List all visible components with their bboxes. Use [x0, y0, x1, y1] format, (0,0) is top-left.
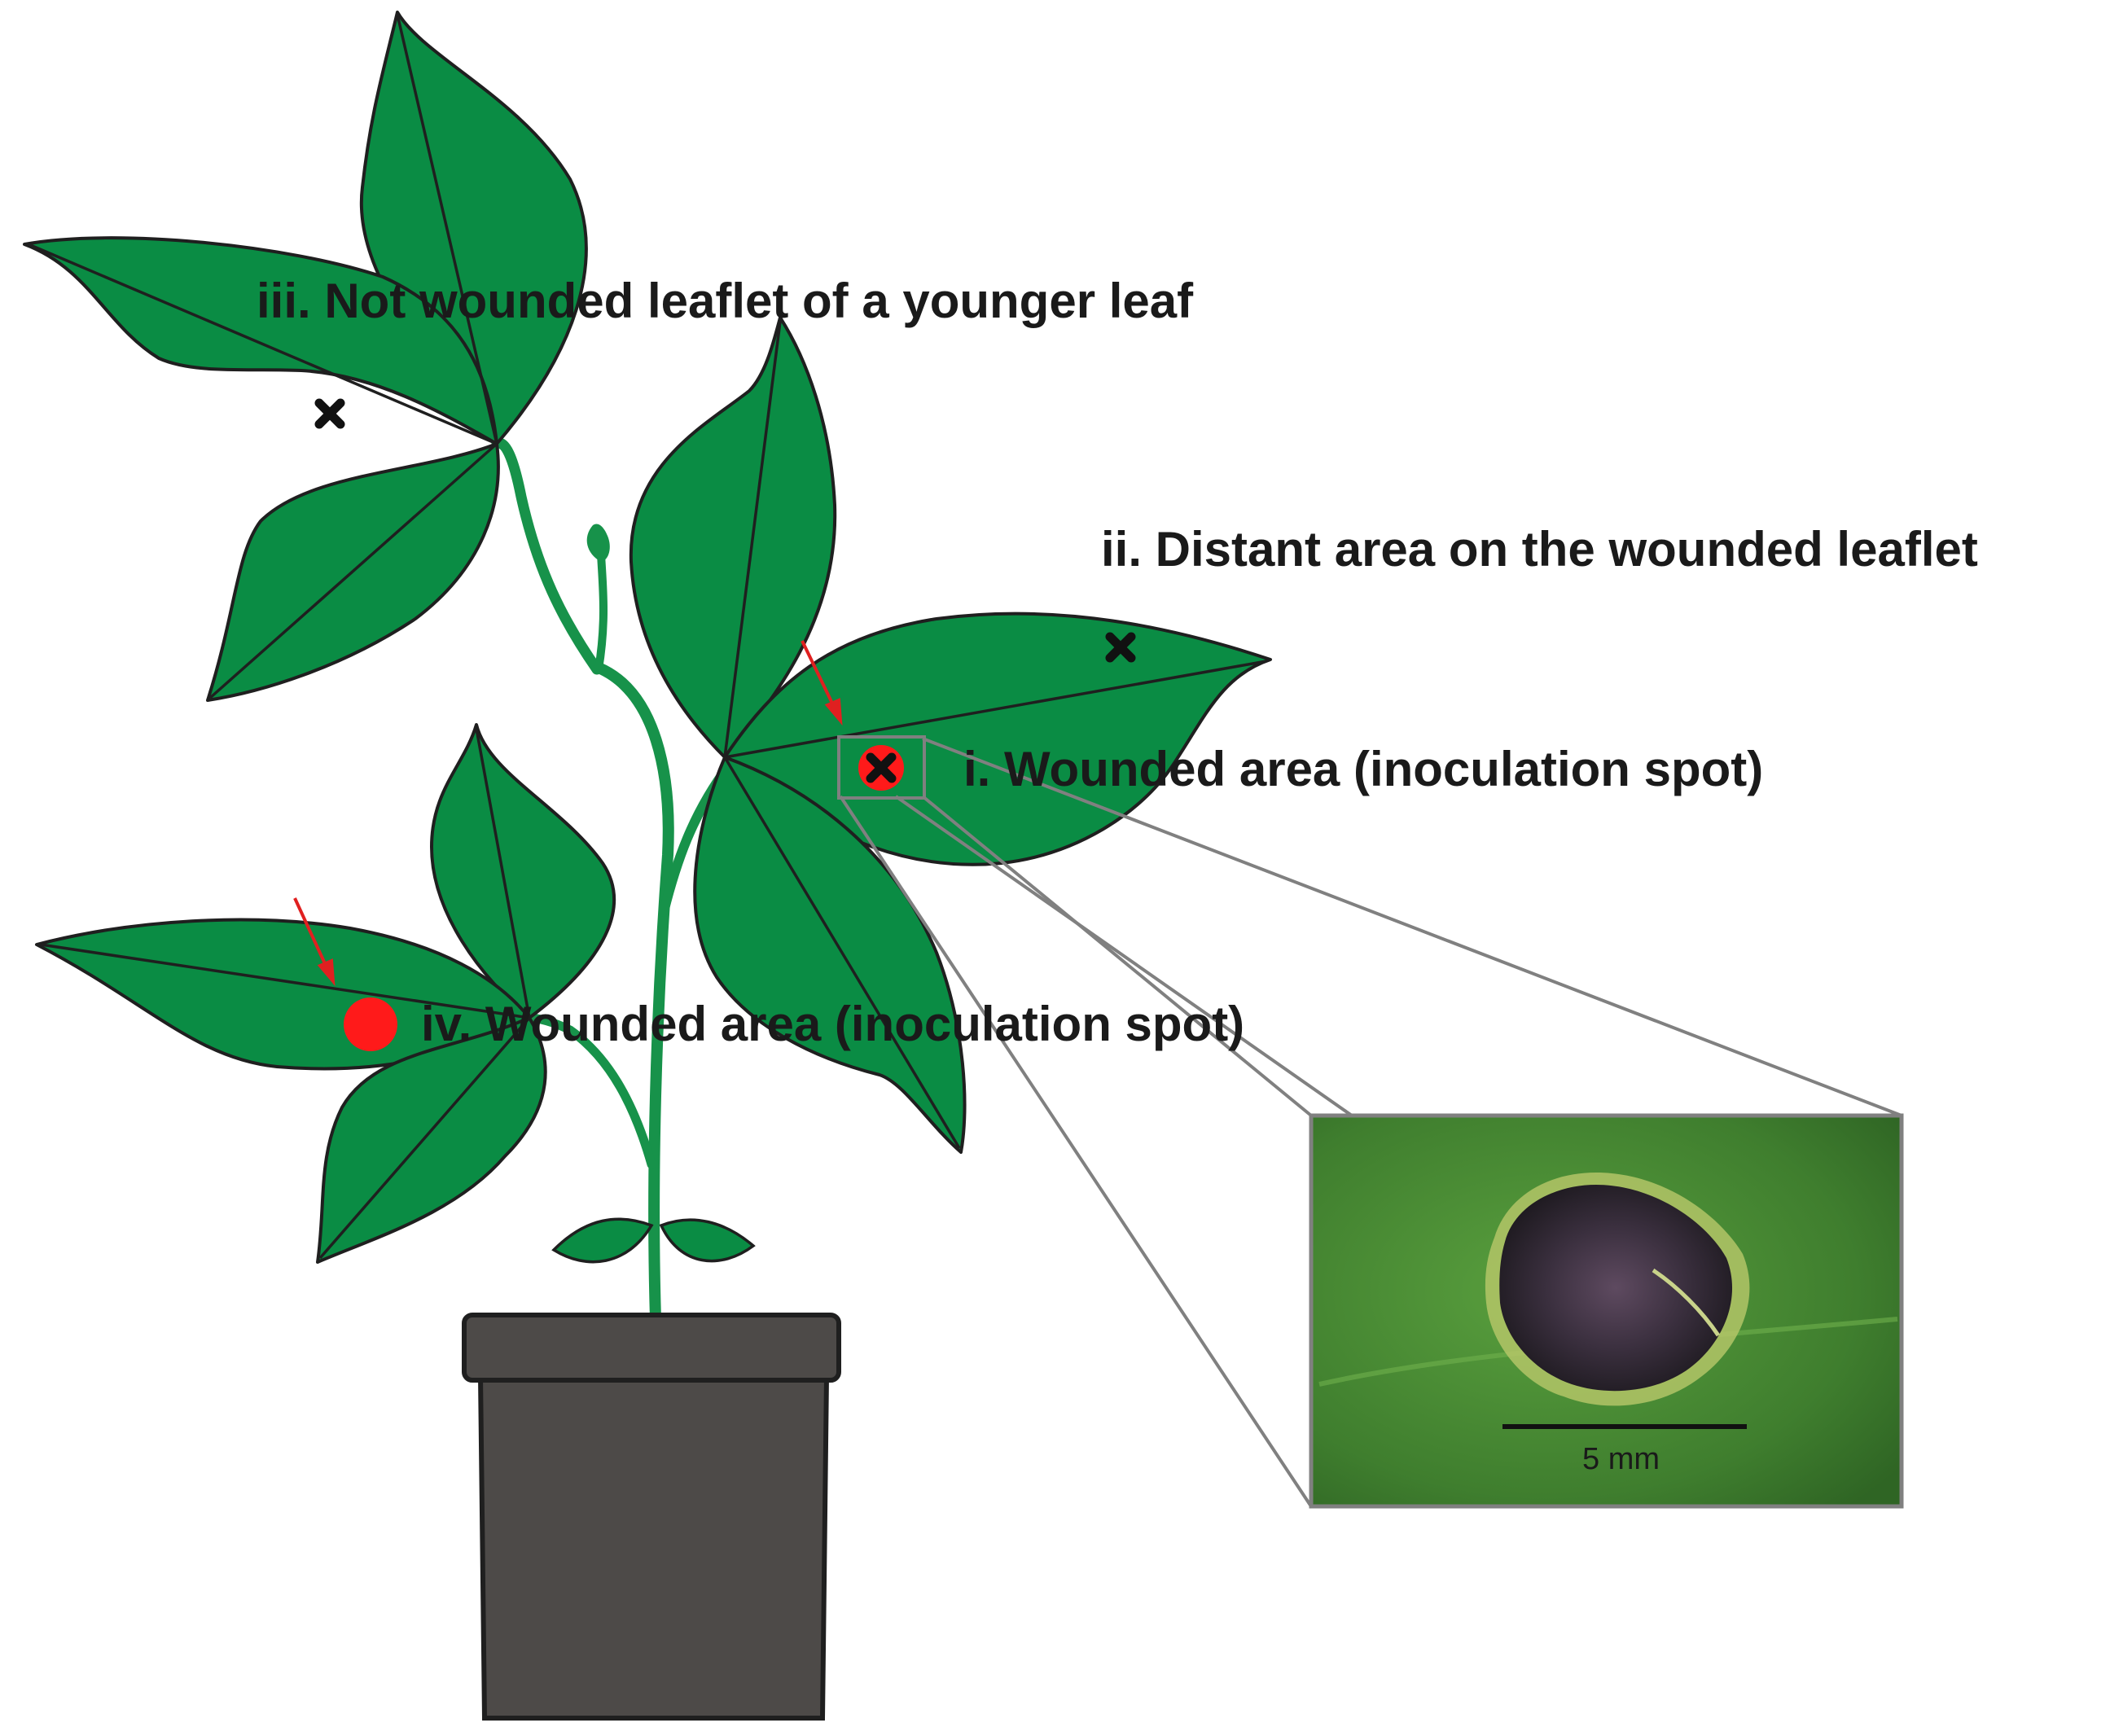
label-distant-area: ii. Distant area on the wounded leaflet: [1101, 522, 1978, 576]
bud-stem: [594, 550, 608, 673]
arrow-i: [801, 640, 843, 726]
cross-icon-i: [866, 752, 897, 783]
pot-body: [477, 1374, 830, 1721]
lesion-crack: [1652, 1268, 1721, 1337]
leaflet-right-wounded: [723, 612, 1272, 866]
cotyledons: [551, 1217, 756, 1264]
zoom-lines: [837, 735, 1902, 1508]
arrow-iv: [293, 897, 336, 987]
leaflet-lower-left: [35, 918, 531, 1071]
wound-marker-i: [858, 745, 904, 791]
leaflet-right-top: [629, 316, 837, 759]
younger-leaf: [23, 11, 588, 702]
lesion: [1499, 1185, 1733, 1392]
scale-bar-label: 5 mm: [1582, 1442, 1660, 1476]
cotyledon-left: [551, 1217, 654, 1264]
label-wounded-area-i: i. Wounded area (inoculation spot): [963, 742, 1764, 796]
wound-dot-iv: [344, 997, 397, 1051]
stems: [491, 437, 734, 1325]
younger-leaf-veins: [28, 14, 498, 699]
apical-bud: [586, 524, 610, 562]
lower-leaf-veins: [40, 728, 531, 1260]
wounded-leaf: [629, 316, 1272, 1154]
pot-rim: [462, 1313, 841, 1383]
wounded-leaf-veins: [723, 321, 1267, 1149]
cotyledon-right: [659, 1218, 756, 1263]
pot: [462, 1313, 841, 1721]
zoom-box-small: [837, 735, 926, 800]
leaflet-lower-top: [430, 723, 616, 1019]
leaflet-upper-left: [23, 236, 498, 445]
label-younger-leaflet: iii. Not wounded leaflet of a younger le…: [257, 274, 1194, 328]
lower-leaf: [35, 723, 616, 1264]
upper-petiole: [491, 437, 603, 675]
inset-photo: [1309, 1113, 1904, 1509]
label-wounded-area-iv: iv. Wounded area (inoculation spot): [421, 997, 1245, 1051]
leaflet-lower-bottom: [316, 1016, 547, 1264]
cross-icon-iii: [314, 398, 345, 429]
left-petiole: [524, 1013, 656, 1169]
cross-icon-ii: [1105, 632, 1136, 663]
